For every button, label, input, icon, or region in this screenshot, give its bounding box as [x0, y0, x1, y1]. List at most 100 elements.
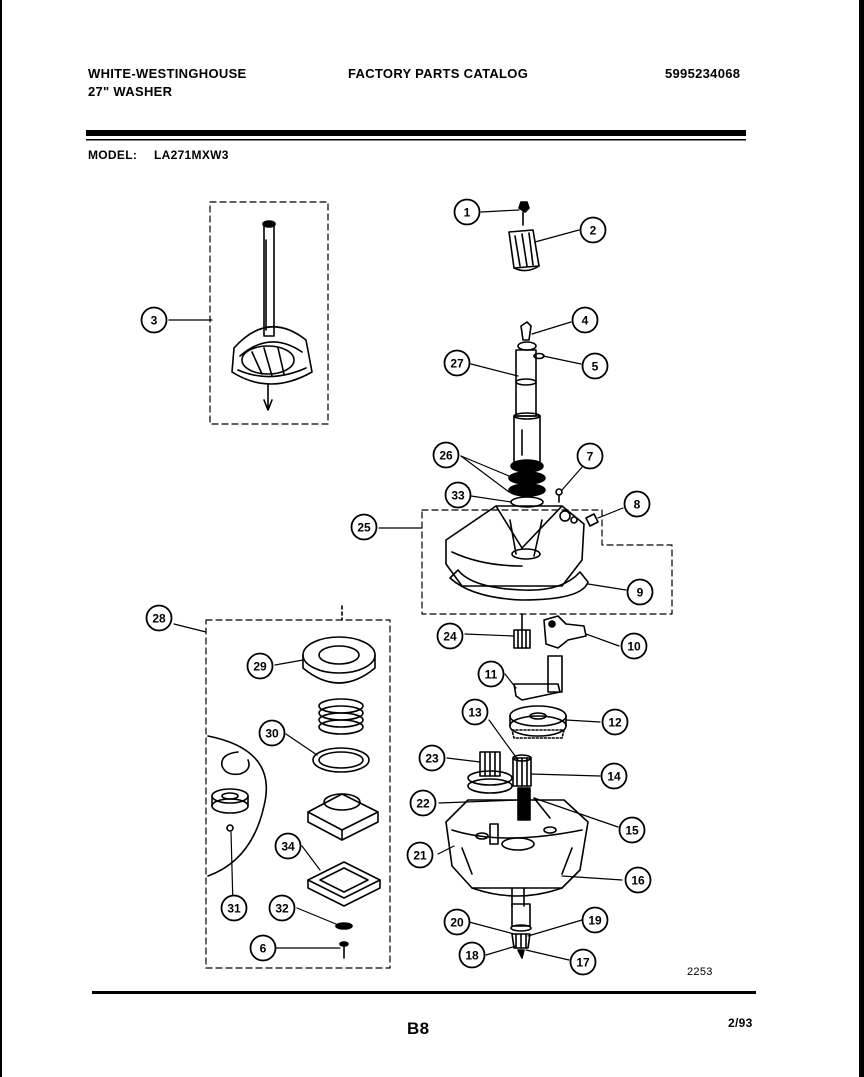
callout-number: 5	[592, 360, 599, 374]
callout-number: 9	[637, 586, 644, 600]
callout-number: 27	[450, 357, 464, 371]
callout-circle	[350, 513, 378, 541]
callout-circle	[477, 660, 505, 688]
callout-number: 13	[468, 706, 482, 720]
callout-25: 25	[350, 513, 378, 541]
callout-circle	[600, 762, 628, 790]
part-cap	[508, 229, 540, 272]
callout-number: 34	[281, 840, 295, 854]
part-gear-23	[467, 751, 513, 794]
callout-circle	[436, 622, 464, 650]
callout-number: 30	[265, 727, 279, 741]
callout-circle	[443, 908, 471, 936]
callout-circle	[626, 578, 654, 606]
callout-circle	[579, 216, 607, 244]
callout-10: 10	[620, 632, 648, 660]
part-screw-6b	[339, 941, 349, 959]
callout-33: 33	[444, 481, 472, 509]
callout-circle	[461, 698, 489, 726]
callout-1: 1	[453, 198, 481, 226]
callout-21: 21	[406, 841, 434, 869]
callout-14: 14	[600, 762, 628, 790]
callout-circle	[458, 941, 486, 969]
callout-20: 20	[443, 908, 471, 936]
callout-circle	[581, 906, 609, 934]
callout-circle	[569, 948, 597, 976]
diagram-number: 2253	[687, 966, 713, 978]
part-bearing-31	[211, 788, 249, 832]
callout-2: 2	[579, 216, 607, 244]
callout-circle	[444, 481, 472, 509]
callout-circle	[274, 832, 302, 860]
callout-circle	[601, 708, 629, 736]
callout-number: 26	[439, 449, 453, 463]
callout-29: 29	[246, 652, 274, 680]
callout-number: 19	[588, 914, 602, 928]
part-gearcase	[445, 799, 589, 907]
date-code: 2/93	[728, 1016, 753, 1030]
callout-24: 24	[436, 622, 464, 650]
callout-number: 23	[425, 752, 439, 766]
callout-8: 8	[623, 490, 651, 518]
callout-number: 31	[227, 902, 241, 916]
callout-11: 11	[477, 660, 505, 688]
model-number: LA271MXW3	[154, 148, 229, 162]
callout-circle	[432, 441, 460, 469]
callout-15: 15	[618, 816, 646, 844]
callout-28: 28	[145, 604, 173, 632]
part-cam-10	[543, 615, 587, 649]
part-seal-29	[302, 636, 376, 684]
part-ring-30	[312, 747, 370, 773]
callout-number: 3	[151, 314, 158, 328]
part-bearing-kit-box	[205, 605, 391, 969]
callout-6: 6	[249, 934, 277, 962]
callout-circle	[623, 490, 651, 518]
part-frame-34	[307, 861, 381, 907]
callout-circle	[145, 604, 173, 632]
product-name: 27" WASHER	[88, 84, 173, 99]
callout-23: 23	[418, 744, 446, 772]
part-agitator-shaft	[513, 321, 545, 463]
callout-30: 30	[258, 719, 286, 747]
callout-number: 16	[631, 874, 645, 888]
part-pinion-13	[512, 754, 532, 787]
callout-number: 24	[443, 630, 457, 644]
callout-number: 2	[590, 224, 597, 238]
callout-circle	[406, 841, 434, 869]
callout-32: 32	[268, 894, 296, 922]
callout-22: 22	[409, 789, 437, 817]
callout-number: 10	[627, 640, 641, 654]
callout-number: 25	[357, 521, 371, 535]
callout-27: 27	[443, 349, 471, 377]
catalog-title: FACTORY PARTS CATALOG	[348, 66, 529, 81]
callout-number: 21	[413, 849, 427, 863]
callout-circle	[220, 894, 248, 922]
callout-number: 20	[450, 916, 464, 930]
callout-17: 17	[569, 948, 597, 976]
page-label: B8	[407, 1019, 430, 1038]
part-washer-32	[335, 922, 353, 930]
part-shaft-22	[517, 787, 551, 821]
part-screw-7	[555, 488, 563, 503]
callout-5: 5	[581, 352, 609, 380]
model-label: MODEL:	[88, 148, 138, 162]
callout-4: 4	[571, 306, 599, 334]
callout-circle	[258, 719, 286, 747]
callout-circle	[581, 352, 609, 380]
part-gearcase-cover	[421, 505, 673, 615]
callout-13: 13	[461, 698, 489, 726]
callout-number: 7	[587, 450, 594, 464]
callout-number: 1	[464, 206, 471, 220]
part-gasket	[449, 569, 589, 601]
callout-circle	[620, 632, 648, 660]
callout-circle	[249, 934, 277, 962]
callout-circle	[618, 816, 646, 844]
callout-number: 8	[634, 498, 641, 512]
callout-number: 28	[152, 612, 166, 626]
part-pinion-24	[513, 613, 531, 649]
callout-circle	[409, 789, 437, 817]
callout-number: 33	[451, 489, 465, 503]
